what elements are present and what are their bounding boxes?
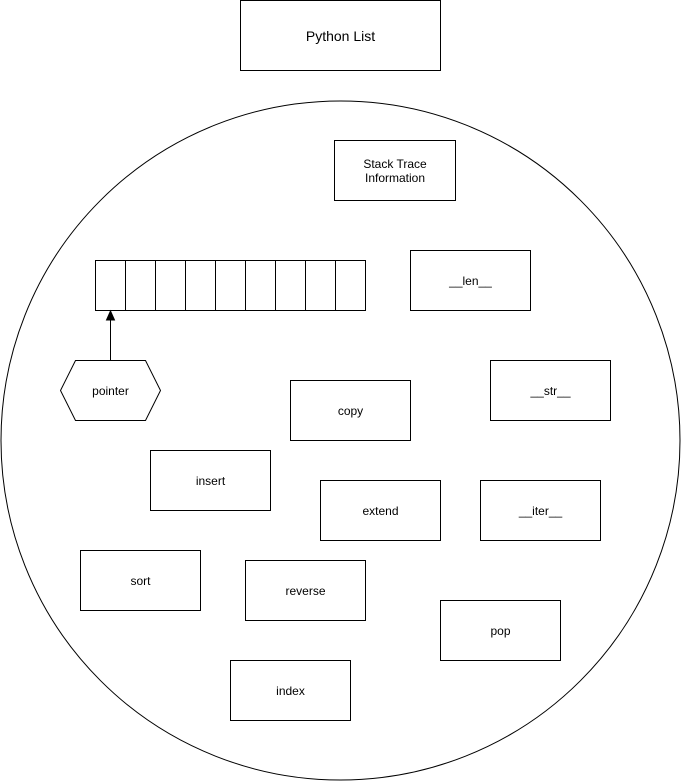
index-method-box: index [230,660,351,721]
stack-trace-line-1: Stack Trace [363,156,427,171]
array-cell [245,260,276,311]
reverse-method-box: reverse [245,560,366,621]
pop-method-label: pop [490,623,511,638]
copy-method-box: copy [290,380,411,441]
diagram-title: Python List [305,27,376,44]
array-cell [305,260,336,311]
array-cell [185,260,216,311]
extend-method-box: extend [320,480,441,541]
len-method-box: __len__ [410,250,531,311]
pointer-label: pointer [92,384,129,398]
array-cell [155,260,186,311]
sort-method-label: sort [130,573,151,588]
sort-method-box: sort [80,550,201,611]
array-cell [335,260,366,311]
len-method-label: __len__ [449,273,492,288]
pop-method-box: pop [440,600,561,661]
array-cells [95,260,366,311]
array-cell [275,260,306,311]
str-method-box: __str__ [490,360,611,421]
extend-method-label: extend [362,503,399,518]
pointer-hexagon [59,360,162,421]
title-box: Python List [240,0,441,71]
copy-method-label: copy [337,403,364,418]
insert-method-label: insert [195,473,226,488]
insert-method-box: insert [150,450,271,511]
str-method-label: __str__ [530,383,571,398]
stack-trace-box: Stack Trace Information [334,140,456,201]
array-cell [95,260,126,311]
array-cell [125,260,156,311]
iter-method-box: __iter__ [480,480,601,541]
pointer-arrow-head [105,309,116,321]
iter-method-label: __iter__ [518,503,563,518]
stack-trace-line-2: Information [364,170,426,185]
reverse-method-label: reverse [285,583,326,598]
array-cell [215,260,246,311]
list-boundary-circle [0,100,681,781]
index-method-label: index [276,683,305,698]
